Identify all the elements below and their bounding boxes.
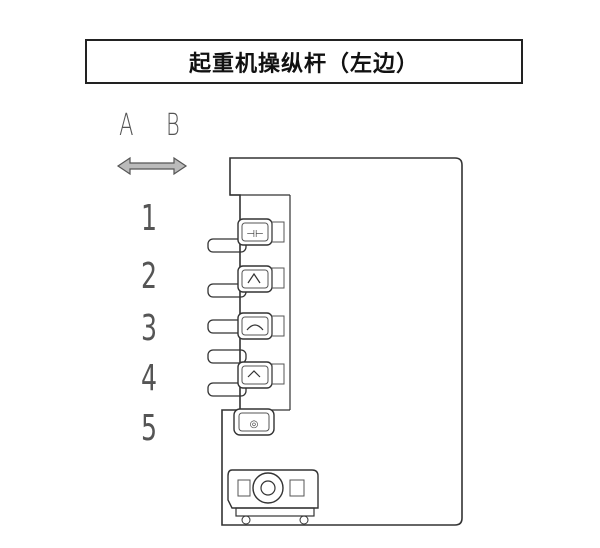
- lever-number-2: 2: [140, 256, 158, 297]
- direction-label-a: A: [119, 108, 134, 143]
- svg-text:◎: ◎: [250, 419, 259, 430]
- panel-outline: [221, 157, 463, 526]
- svg-text:⊣⊢: ⊣⊢: [246, 229, 263, 240]
- seat-base-assembly: [227, 469, 319, 525]
- lever-number-1: 1: [140, 198, 158, 239]
- lever-3: [207, 312, 285, 340]
- lever-number-4: 4: [140, 358, 158, 399]
- diagram-title: 起重机操纵杆（左边）: [85, 39, 523, 84]
- lever-number-5: 5: [140, 408, 158, 449]
- lever-1: ⊣⊢: [207, 218, 285, 253]
- double-arrow-icon: [116, 156, 188, 176]
- direction-label-b: B: [165, 108, 180, 143]
- lever-4: [207, 349, 285, 397]
- lever-number-3: 3: [140, 308, 158, 349]
- lever-2: [207, 265, 285, 298]
- lever-5: ◎: [233, 408, 275, 436]
